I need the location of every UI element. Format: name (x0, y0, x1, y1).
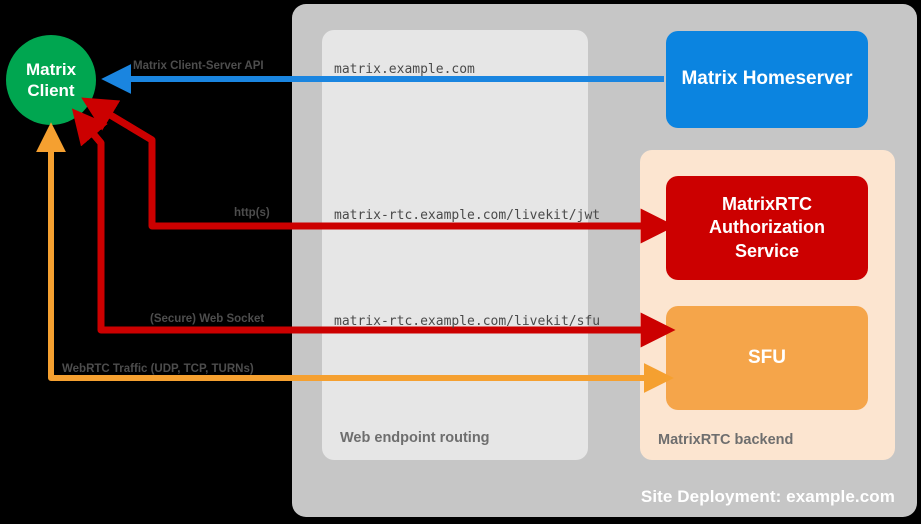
label-matrix-client-server-api: Matrix Client-Server API (133, 60, 264, 72)
matrix-client-label-line-1: Matrix (25, 59, 77, 79)
label-sfu-websocket: (Secure) Web Socket (150, 313, 265, 325)
web-endpoint-routing-panel: Web endpoint routing (322, 30, 588, 460)
auth-label-line-2: Authorization (709, 217, 825, 238)
url-livekit-sfu: matrix-rtc.example.com/livekit/sfu (334, 314, 601, 329)
sfu-box: SFU (666, 306, 868, 410)
matrix-client-node: Matrix Client (6, 35, 96, 125)
matrix-client-label: Matrix Client (26, 59, 76, 102)
label-webrtc-media: WebRTC Traffic (UDP, TCP, TURNs) (62, 363, 254, 375)
matrix-homeserver-label: Matrix Homeserver (681, 68, 853, 90)
url-livekit-jwt: matrix-rtc.example.com/livekit/jwt (334, 208, 601, 223)
auth-label-line-3: Service (734, 240, 800, 261)
matrix-homeserver-box: Matrix Homeserver (666, 31, 868, 128)
matrix-client-label-line-2: Client (27, 81, 75, 100)
matrixrtc-authorization-service-box: MatrixRTC Authorization Service (666, 176, 868, 280)
matrixrtc-backend-label: MatrixRTC backend (658, 432, 794, 448)
url-matrix-example-com: matrix.example.com (334, 62, 475, 77)
web-endpoint-routing-label: Web endpoint routing (340, 430, 490, 446)
sfu-label: SFU (748, 346, 786, 368)
matrixrtc-authorization-service-label: MatrixRTC Authorization Service (709, 193, 825, 262)
auth-label-line-1: MatrixRTC (721, 194, 812, 215)
label-authorization-http: http(s) (234, 207, 270, 219)
site-deployment-label: Site Deployment: example.com (640, 487, 895, 506)
